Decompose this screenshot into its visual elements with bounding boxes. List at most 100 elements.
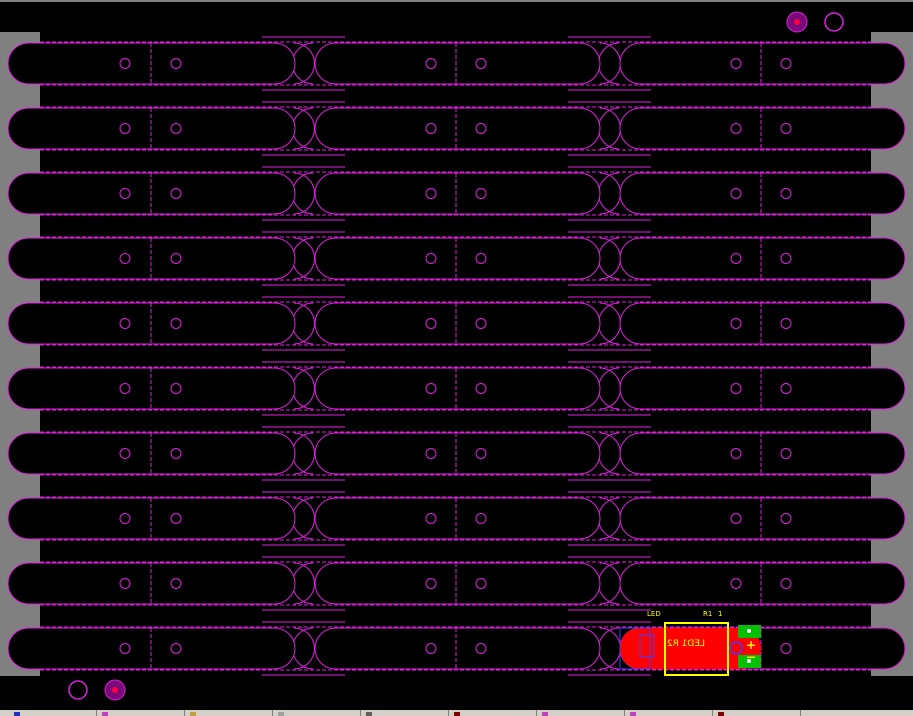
mounting-hole[interactable] xyxy=(119,383,131,394)
status-bar xyxy=(0,710,913,716)
mounting-hole[interactable] xyxy=(730,188,742,199)
board-outline-strip[interactable] xyxy=(619,107,906,150)
board-outline-strip[interactable] xyxy=(314,562,601,605)
mounting-hole[interactable] xyxy=(170,383,182,394)
led-footprint[interactable] xyxy=(619,627,651,670)
mounting-hole[interactable] xyxy=(780,123,792,134)
status-tab-icon xyxy=(542,712,548,716)
mounting-hole[interactable] xyxy=(730,383,742,394)
mounting-hole[interactable] xyxy=(475,643,487,654)
center-via[interactable] xyxy=(729,641,743,655)
led-pad[interactable] xyxy=(639,634,655,658)
mounting-hole[interactable] xyxy=(730,58,742,69)
mounting-hole[interactable] xyxy=(170,578,182,589)
mounting-hole[interactable] xyxy=(170,58,182,69)
mounting-hole[interactable] xyxy=(475,188,487,199)
mounting-hole[interactable] xyxy=(425,513,437,524)
mounting-hole[interactable] xyxy=(730,578,742,589)
mounting-hole[interactable] xyxy=(170,318,182,329)
mounting-hole[interactable] xyxy=(475,513,487,524)
status-tab[interactable] xyxy=(714,710,801,716)
status-tab[interactable] xyxy=(626,710,713,716)
board-outline-strip[interactable] xyxy=(314,302,601,345)
status-tab[interactable] xyxy=(450,710,537,716)
mounting-hole[interactable] xyxy=(780,253,792,264)
mounting-hole[interactable] xyxy=(119,123,131,134)
mounting-hole[interactable] xyxy=(475,383,487,394)
mounting-hole[interactable] xyxy=(475,123,487,134)
copper-pour xyxy=(620,628,761,669)
status-tab[interactable] xyxy=(10,710,97,716)
mounting-hole[interactable] xyxy=(170,643,182,654)
mounting-hole[interactable] xyxy=(170,123,182,134)
board-outline-strip[interactable] xyxy=(619,432,906,475)
mounting-hole[interactable] xyxy=(425,123,437,134)
board-outline-strip[interactable] xyxy=(314,107,601,150)
mounting-hole[interactable] xyxy=(119,513,131,524)
mounting-hole[interactable] xyxy=(475,448,487,459)
mounting-hole[interactable] xyxy=(780,383,792,394)
mounting-hole[interactable] xyxy=(475,253,487,264)
mounting-hole[interactable] xyxy=(780,643,792,654)
fiducial-center xyxy=(112,687,118,693)
mounting-hole[interactable] xyxy=(425,448,437,459)
mounting-hole[interactable] xyxy=(170,188,182,199)
mounting-hole[interactable] xyxy=(475,578,487,589)
mounting-hole[interactable] xyxy=(119,318,131,329)
mounting-hole[interactable] xyxy=(425,383,437,394)
board-outline-strip[interactable] xyxy=(314,627,601,670)
mounting-hole[interactable] xyxy=(730,513,742,524)
board-outline-strip[interactable] xyxy=(314,497,601,540)
board-outline-strip[interactable] xyxy=(619,42,906,85)
board-outline-strip[interactable] xyxy=(619,302,906,345)
mounting-hole[interactable] xyxy=(730,448,742,459)
mounting-hole[interactable] xyxy=(780,318,792,329)
mounting-hole[interactable] xyxy=(425,318,437,329)
mounting-hole[interactable] xyxy=(119,448,131,459)
mounting-hole[interactable] xyxy=(119,253,131,264)
mounting-hole[interactable] xyxy=(170,513,182,524)
board-outline-strip[interactable] xyxy=(314,42,601,85)
mounting-hole[interactable] xyxy=(730,318,742,329)
mounting-hole[interactable] xyxy=(730,123,742,134)
status-tab[interactable] xyxy=(98,710,185,716)
mounting-hole[interactable] xyxy=(119,188,131,199)
board-outline-strip[interactable] xyxy=(314,367,601,410)
panel-row xyxy=(7,101,906,156)
mounting-hole[interactable] xyxy=(170,448,182,459)
status-tab[interactable] xyxy=(274,710,361,716)
board-outline-strip[interactable] xyxy=(619,497,906,540)
mounting-hole[interactable] xyxy=(475,318,487,329)
mounting-hole[interactable] xyxy=(425,578,437,589)
mounting-hole[interactable] xyxy=(780,448,792,459)
status-tab[interactable] xyxy=(538,710,625,716)
mounting-hole[interactable] xyxy=(425,58,437,69)
mounting-hole[interactable] xyxy=(780,513,792,524)
mounting-hole[interactable] xyxy=(425,643,437,654)
board-outline-strip[interactable] xyxy=(619,172,906,215)
mounting-hole[interactable] xyxy=(425,188,437,199)
mounting-hole[interactable] xyxy=(780,578,792,589)
minus-pad-hole xyxy=(747,659,751,663)
panel-row xyxy=(7,296,906,351)
board-outline-strip[interactable] xyxy=(619,562,906,605)
mounting-hole[interactable] xyxy=(119,58,131,69)
mounting-hole[interactable] xyxy=(170,253,182,264)
board-outline-strip[interactable] xyxy=(314,432,601,475)
status-tab[interactable] xyxy=(186,710,273,716)
board-outline-strip[interactable] xyxy=(619,367,906,410)
mounting-hole[interactable] xyxy=(780,188,792,199)
board-outline-strip[interactable] xyxy=(314,172,601,215)
mounting-hole[interactable] xyxy=(119,643,131,654)
board-outline-strip[interactable] xyxy=(314,237,601,280)
board-outline-strip[interactable] xyxy=(619,237,906,280)
mounting-hole[interactable] xyxy=(780,58,792,69)
mounting-hole[interactable] xyxy=(119,578,131,589)
mounting-hole[interactable] xyxy=(475,58,487,69)
mounting-hole[interactable] xyxy=(425,253,437,264)
status-tab[interactable] xyxy=(362,710,449,716)
fiducial-open xyxy=(824,12,844,32)
mounting-hole[interactable] xyxy=(730,253,742,264)
